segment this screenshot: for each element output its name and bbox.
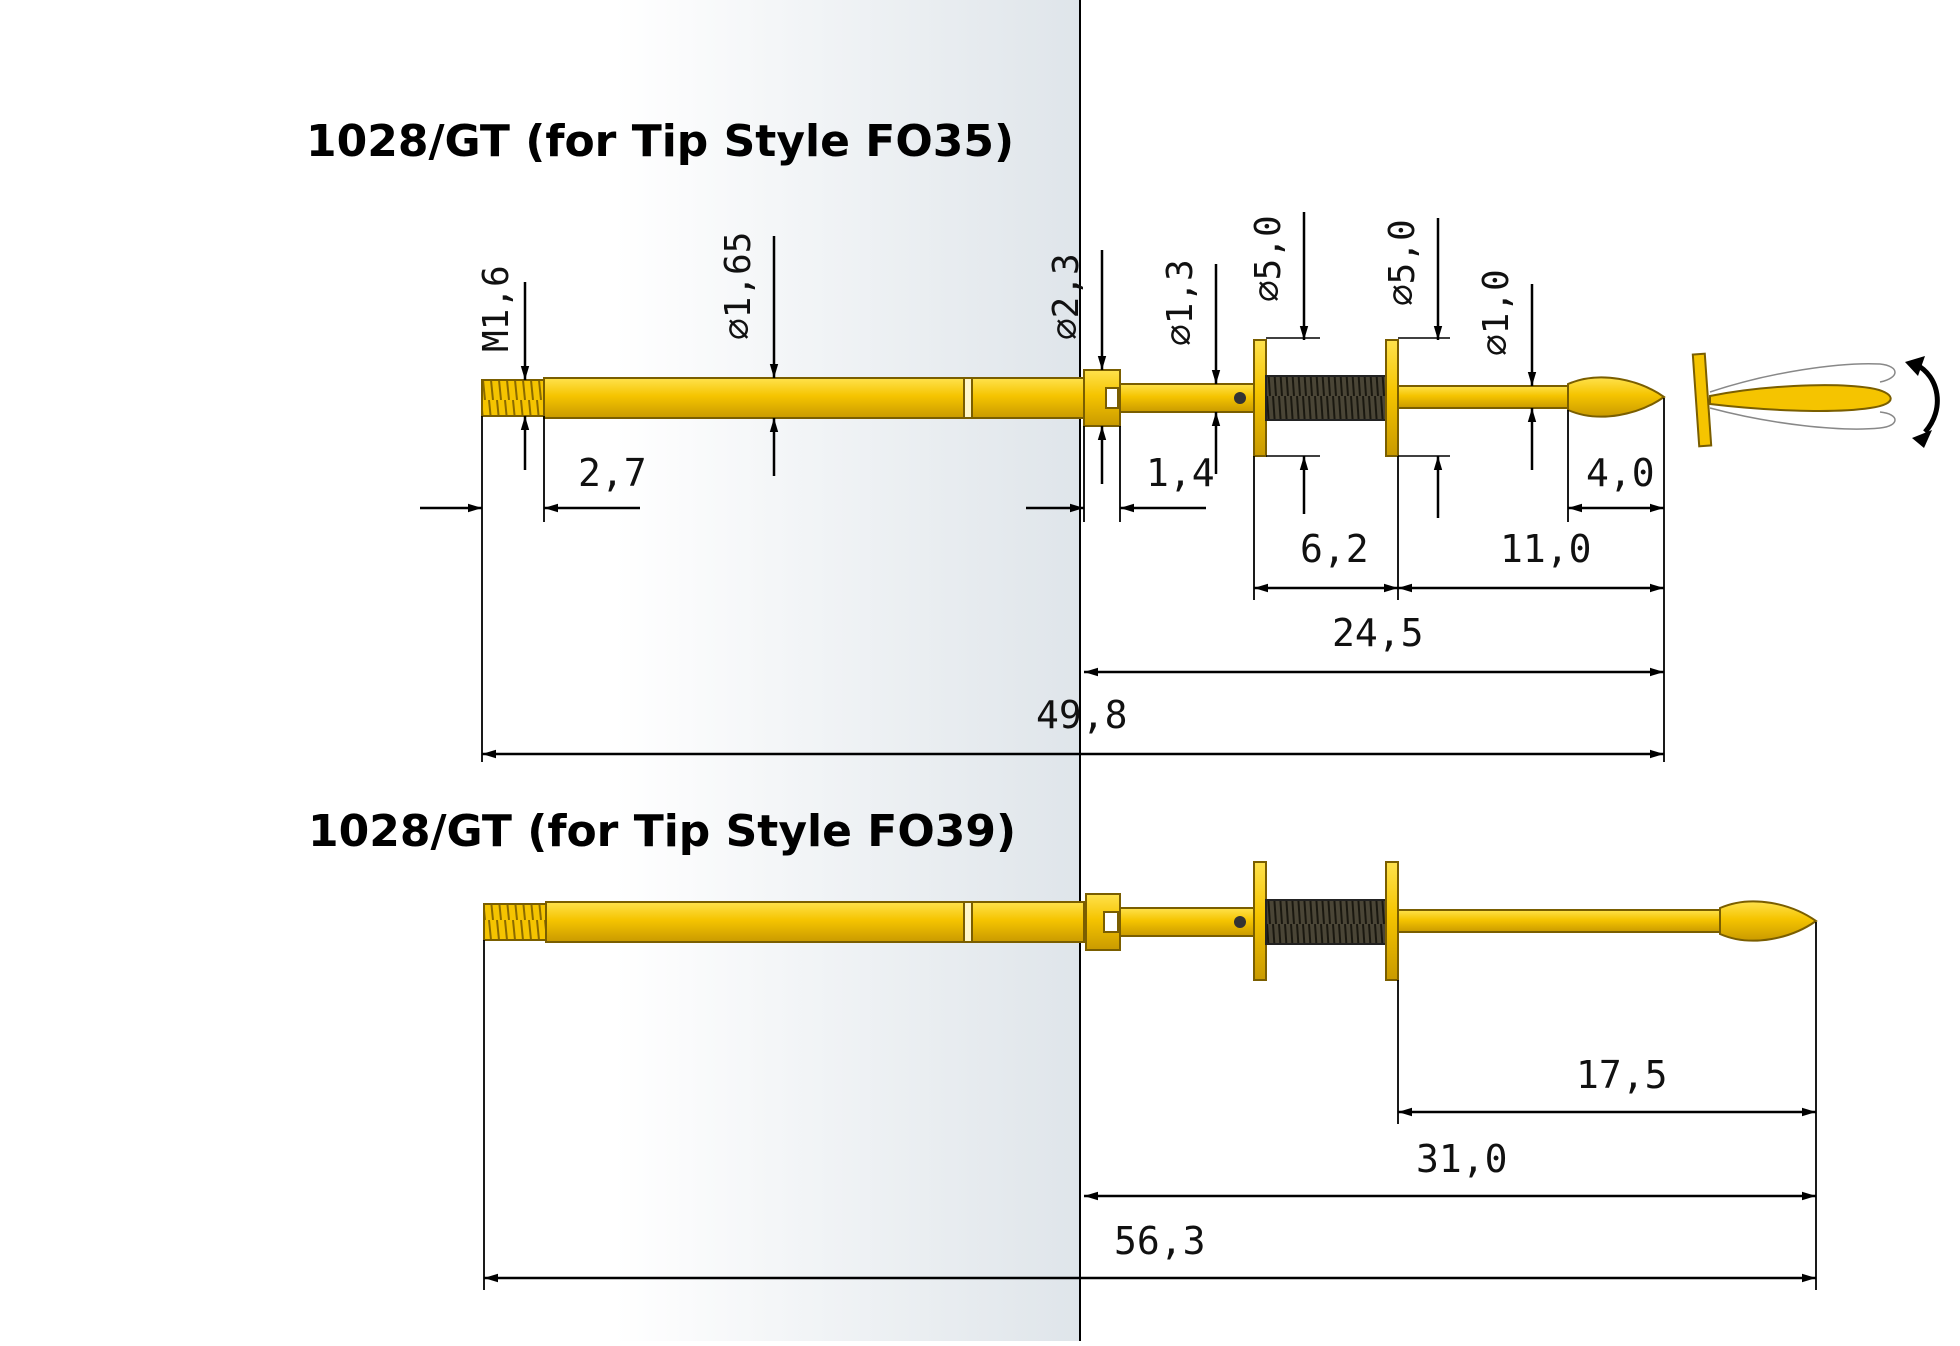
collar-to-tip-label: 24,5 [1332,611,1424,655]
barrel-shaft [543,377,965,419]
flange-to-tip-label: 17,5 [1576,1053,1668,1097]
flange1-diameter-label: ⌀5,0 [1248,215,1289,302]
barrel-end [971,377,1085,419]
plunger-neck [1119,907,1255,937]
tip-view-body [1709,384,1892,412]
flange-to-tip-label: 11,0 [1500,527,1592,571]
plunger-rod [1397,909,1721,933]
flange-gap-label: 6,2 [1300,527,1369,571]
total-length-label: 56,3 [1114,1219,1206,1263]
diameter-callouts [520,212,1537,518]
diagram-fo39-title: 1028/GT (for Tip Style FO39) [308,806,1016,857]
collar-slot [1105,387,1119,409]
barrel-groove [963,377,973,419]
rotation-arc [1913,361,1940,434]
tip-style-view [1691,352,1940,448]
diagram-fo39: 1028/GT (for Tip Style FO39) 17,5 31 [308,806,1818,1290]
barrel-shaft [545,901,965,943]
probe-fo39 [483,861,1818,981]
collar-to-tip-label: 31,0 [1416,1137,1508,1181]
flange-2 [1385,339,1399,457]
thread-section [483,903,547,941]
probe-fo35 [481,339,1666,457]
length-dimensions-fo35 [420,398,1665,762]
collar-slot [1103,911,1119,933]
tip-length-label: 4,0 [1586,451,1655,495]
thread-length-label: 2,7 [578,451,647,495]
spring [1265,375,1387,421]
flange-2 [1385,861,1399,981]
collar-diameter-label: ⌀2,3 [1046,253,1087,340]
shaft-diameter-label: ⌀1,65 [718,232,759,340]
plunger-rod [1397,385,1569,409]
rotation-arrow-down [1912,430,1932,448]
flange-1 [1253,861,1267,981]
cross-pin-hole [1234,916,1246,928]
diagram-fo35-title: 1028/GT (for Tip Style FO35) [306,116,1014,167]
neck-diameter-label: ⌀1,3 [1160,259,1201,346]
flange2-diameter-label: ⌀5,0 [1382,219,1423,306]
tip-head [1719,900,1818,942]
diagram-fo35: 1028/GT (for Tip Style FO35) [306,116,1940,762]
thread-label: M1,6 [476,265,517,352]
flange-1 [1253,339,1267,457]
tip-diameter-label: ⌀1,0 [1476,269,1517,356]
spring [1265,899,1387,945]
barrel-groove [963,901,973,943]
plunger-neck [1119,383,1255,413]
thread-section [481,379,545,417]
background-panel [614,0,1080,1341]
total-length-label: 49,8 [1036,693,1128,737]
length-dimensions-fo39 [483,922,1817,1290]
collar-length-label: 1,4 [1146,451,1215,495]
cross-pin-hole [1234,392,1246,404]
tip-view-ghost-lower [1709,407,1896,430]
rotation-arrow-up [1905,356,1925,376]
tip-head [1567,376,1666,418]
tip-view-ghost-upper [1709,363,1896,393]
barrel-end [971,901,1085,943]
tip-view-base [1691,352,1713,448]
